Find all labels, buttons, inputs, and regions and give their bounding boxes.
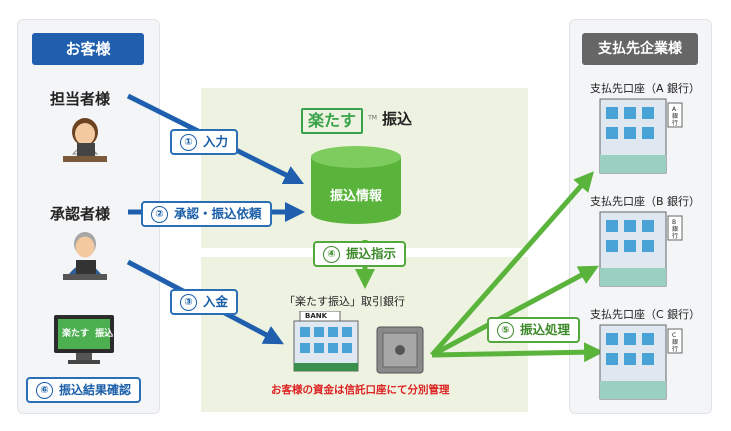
person2-illustration	[63, 232, 107, 280]
step-1-label: 入力	[203, 134, 229, 149]
payee-b-tag: B銀行	[672, 219, 679, 240]
bank-caption: 「楽たす振込」取引銀行	[284, 295, 405, 308]
payee-c-label: 支払先口座（C 銀行）	[590, 308, 701, 321]
step-3-num: ③	[180, 294, 197, 311]
service-logo: 楽たす TM 振込	[301, 108, 412, 134]
step-4-instruction: ④ 振込指示	[313, 241, 407, 267]
bank-sign: BANK	[305, 312, 328, 320]
step-5-num: ⑤	[497, 322, 514, 339]
payee-b-label: 支払先口座（B 銀行）	[590, 195, 701, 208]
step-3-label: 入金	[203, 294, 229, 309]
monitor-logo-text: 楽たす 振込	[62, 326, 113, 339]
step-1-num: ①	[180, 134, 197, 151]
payee-a-tag: A銀行	[672, 106, 679, 127]
payee-a-label: 支払先口座（A 銀行）	[590, 82, 701, 95]
result-num: ⑥	[36, 382, 53, 399]
monitor-icon	[54, 315, 114, 364]
customer-header: お客様	[32, 33, 144, 65]
person1-illustration	[63, 118, 107, 162]
payee-b-building-icon	[599, 211, 683, 287]
monitor-logo-suffix: 振込	[95, 329, 114, 339]
payee-header: 支払先企業様	[582, 33, 698, 65]
step-2-num: ②	[151, 206, 168, 223]
payee-a-building-icon	[599, 98, 683, 174]
trust-account-note: お客様の資金は信託口座にて分別管理	[271, 384, 450, 396]
payee-c-tag: C銀行	[672, 332, 679, 353]
step-5-process: ⑤ 振込処理	[487, 317, 581, 343]
monitor-logo-brand: 楽たす	[62, 329, 90, 339]
step-5-label: 振込処理	[520, 322, 571, 337]
bank-building-icon	[293, 311, 359, 372]
result-label: 振込結果確認	[59, 383, 132, 397]
transfer-info-database	[311, 146, 401, 224]
result-check-button[interactable]: ⑥ 振込結果確認	[26, 377, 142, 403]
logo-brand: 楽たす	[301, 108, 364, 134]
step-2-approve: ② 承認・振込依頼	[141, 201, 272, 227]
step-3-deposit: ③ 入金	[170, 289, 239, 315]
step-4-label: 振込指示	[346, 246, 397, 261]
person1-label: 担当者様	[50, 90, 111, 108]
safe-icon	[376, 326, 424, 374]
step-1-input: ① 入力	[170, 129, 239, 155]
step-2-label: 承認・振込依頼	[174, 206, 262, 221]
cylinder-label: 振込情報	[330, 189, 383, 204]
payee-c-building-icon	[599, 324, 683, 400]
person2-label: 承認者様	[50, 205, 111, 223]
step-4-num: ④	[323, 246, 340, 263]
logo-suffix: 振込	[382, 110, 413, 128]
logo-tm: TM	[368, 114, 377, 122]
